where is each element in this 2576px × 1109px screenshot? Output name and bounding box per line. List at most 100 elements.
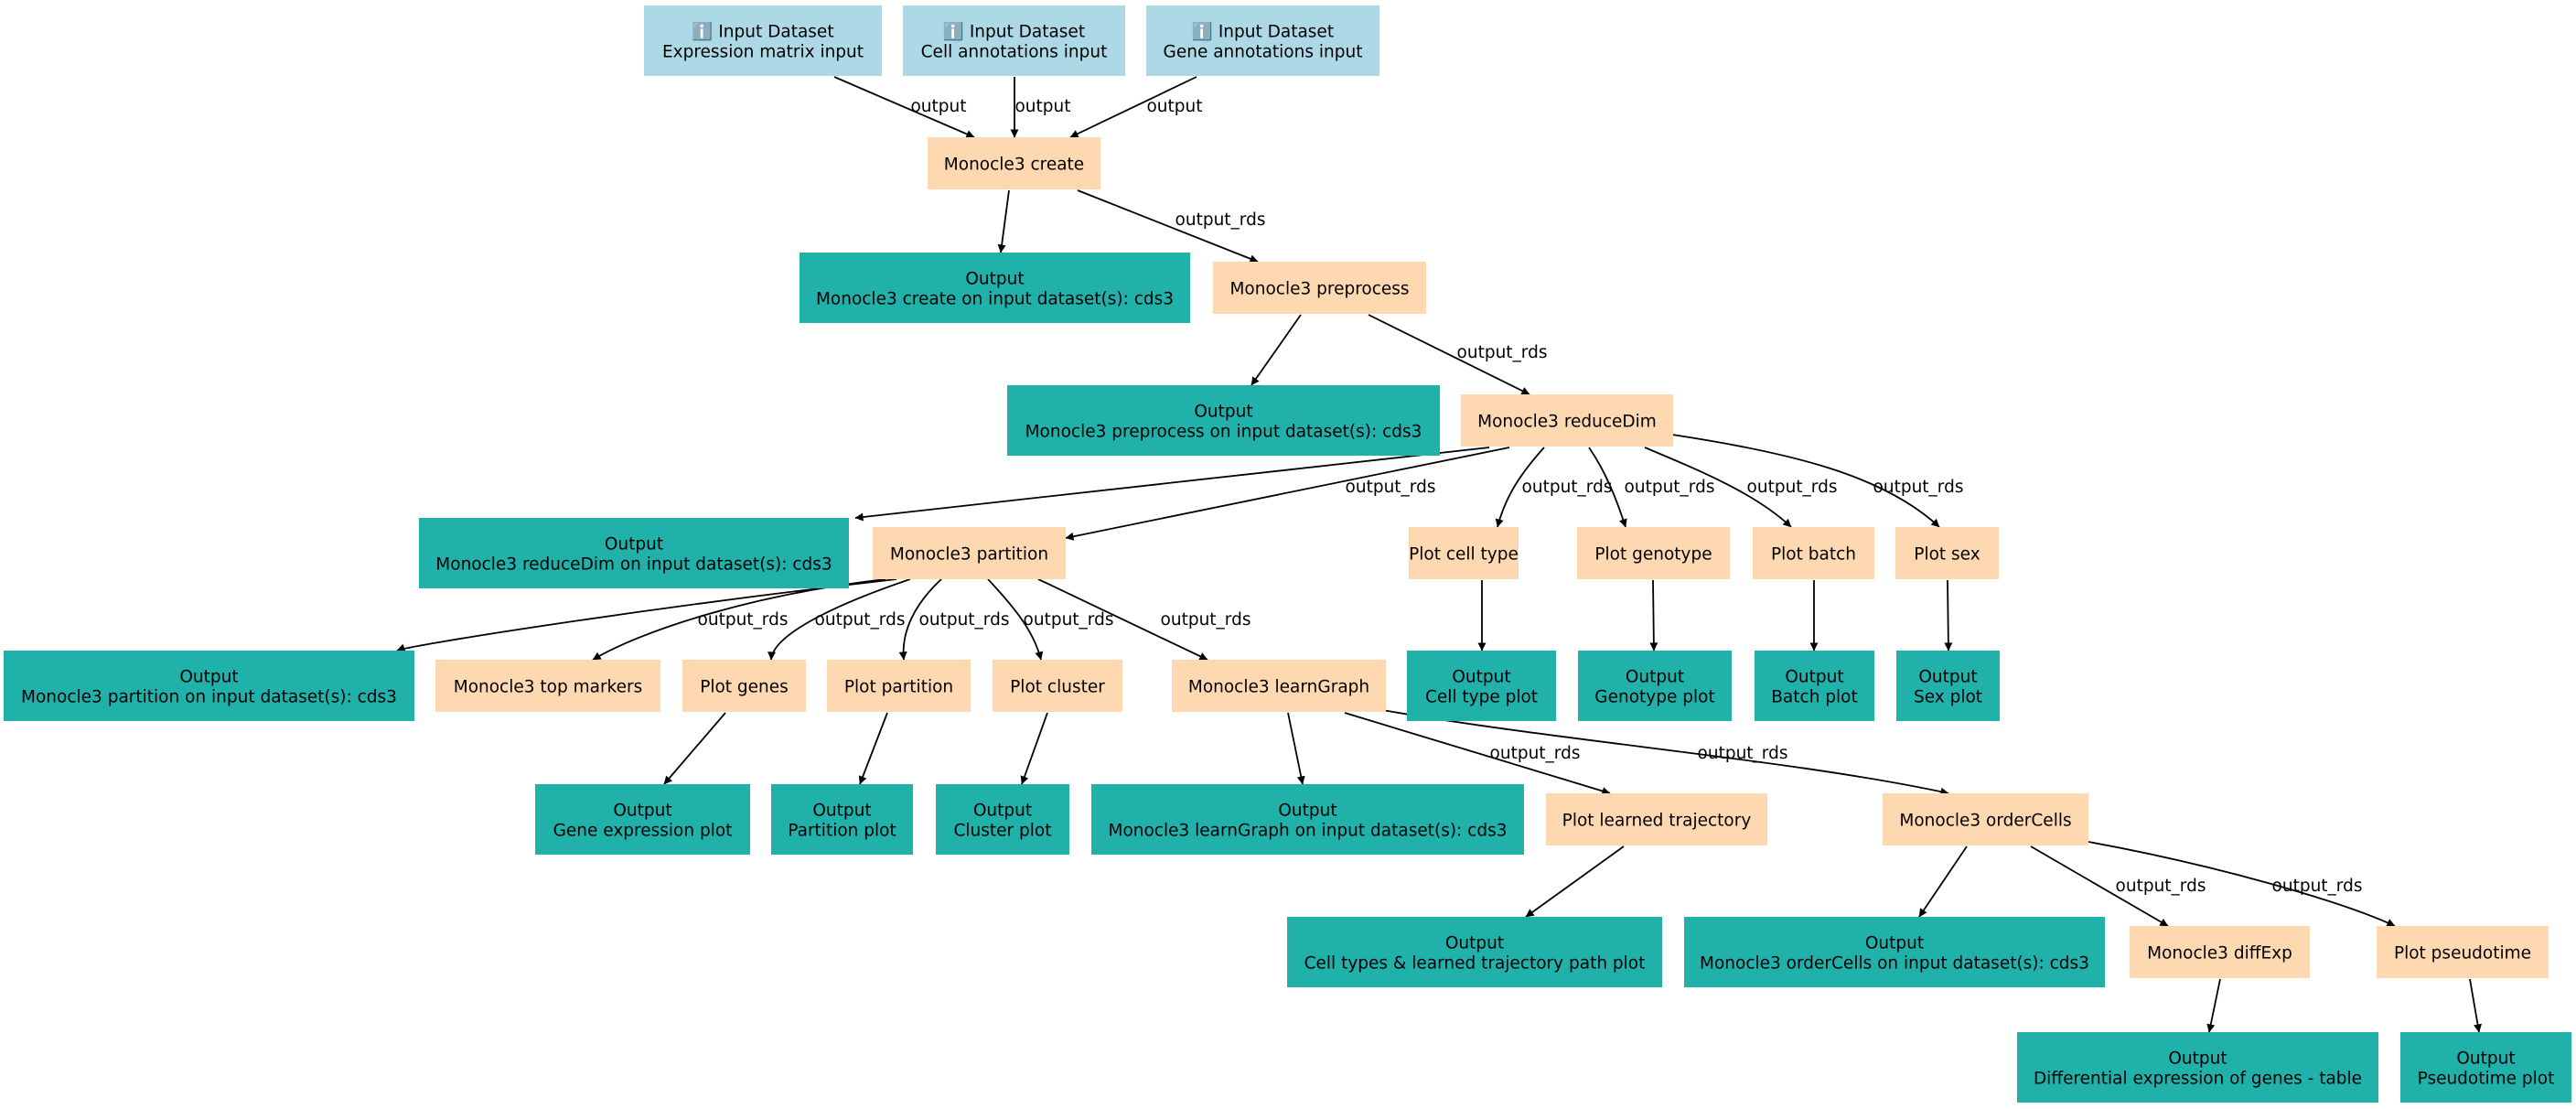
edge-label: output bbox=[1146, 97, 1202, 116]
edge-plot_trajectory-to-out_trajectory bbox=[1525, 845, 1625, 918]
node-plot-genotype[interactable]: Plot genotype bbox=[1577, 527, 1730, 579]
edge-input_expression-to-create: output bbox=[833, 76, 975, 138]
node-title: Output bbox=[1278, 802, 1336, 821]
node-preprocess[interactable]: Monocle3 preprocess bbox=[1213, 262, 1426, 314]
node-title: Plot pseudotime bbox=[2394, 944, 2531, 964]
edge-label: output bbox=[1014, 97, 1070, 116]
output-node-box bbox=[1407, 651, 1556, 721]
node-topmarkers[interactable]: Monocle3 top markers bbox=[435, 660, 660, 712]
edge-label: output_rds bbox=[919, 610, 1010, 630]
tool-node-box bbox=[873, 527, 1066, 579]
node-plot-sex[interactable]: Plot sex bbox=[1895, 527, 1999, 579]
node-title: Output bbox=[1445, 934, 1504, 953]
tool-node-box bbox=[682, 660, 806, 712]
node-title: Plot batch bbox=[1771, 545, 1856, 565]
node-subtitle: Pseudotime plot bbox=[2418, 1070, 2555, 1089]
tool-node-box bbox=[2377, 926, 2549, 978]
edge-label: output_rds bbox=[1490, 744, 1581, 763]
node-learngraph[interactable]: Monocle3 learnGraph bbox=[1172, 660, 1386, 712]
node-plot-batch[interactable]: Plot batch bbox=[1753, 527, 1874, 579]
node-plot-genes[interactable]: Plot genes bbox=[682, 660, 806, 712]
node-ordercells[interactable]: Monocle3 orderCells bbox=[1883, 793, 2088, 845]
edge-create-to-preprocess: output_rds bbox=[1077, 189, 1265, 264]
edge-arrow bbox=[854, 447, 1490, 522]
tool-node-box bbox=[1461, 394, 1673, 447]
edge-create-to-out_create bbox=[997, 189, 1010, 253]
node-subtitle: Monocle3 orderCells on input dataset(s):… bbox=[1700, 954, 2089, 974]
node-title: Plot learned trajectory bbox=[1562, 812, 1752, 831]
edge-label: output_rds bbox=[1161, 610, 1251, 630]
node-subtitle: Genotype plot bbox=[1594, 688, 1714, 707]
node-reducedim[interactable]: Monocle3 reduceDim bbox=[1461, 394, 1673, 447]
node-partition[interactable]: Monocle3 partition bbox=[873, 527, 1066, 579]
node-title: Monocle3 preprocess bbox=[1229, 280, 1409, 299]
edge-arrow bbox=[1649, 579, 1658, 651]
edge-arrow bbox=[1250, 314, 1302, 386]
edge-preprocess-to-reducedim: output_rds bbox=[1368, 314, 1547, 395]
node-title: Output bbox=[973, 802, 1032, 821]
node-subtitle: Cluster plot bbox=[954, 822, 1052, 841]
output-node-box bbox=[1578, 651, 1732, 721]
edge-label: output_rds bbox=[815, 610, 906, 630]
output-node-box bbox=[1755, 651, 1874, 721]
edge-arrow bbox=[1588, 447, 1627, 528]
node-subtitle: Sex plot bbox=[1914, 688, 1982, 707]
edge-label: output_rds bbox=[2116, 877, 2206, 896]
node-plot-trajectory[interactable]: Plot learned trajectory bbox=[1546, 793, 1767, 845]
node-title: Output bbox=[605, 535, 663, 554]
node-title: Plot genes bbox=[700, 678, 789, 697]
edge-arrow bbox=[1495, 447, 1545, 528]
node-title: Plot genotype bbox=[1594, 545, 1712, 565]
tool-node-box bbox=[1409, 527, 1519, 579]
edge-arrow bbox=[1020, 712, 1048, 785]
edge-arrow bbox=[663, 712, 726, 785]
edge-arrow bbox=[1344, 712, 1611, 795]
node-plot-partition[interactable]: Plot partition bbox=[827, 660, 971, 712]
edge-learngraph-to-ordercells: output_rds bbox=[1371, 707, 1949, 796]
edge-partition-to-plot_genes: output_rds bbox=[767, 578, 911, 661]
node-plot-celltype[interactable]: Plot cell type bbox=[1409, 527, 1519, 579]
node-create[interactable]: Monocle3 create bbox=[928, 137, 1100, 189]
node-plot-cluster[interactable]: Plot cluster bbox=[993, 660, 1122, 712]
node-title: Plot partition bbox=[844, 678, 953, 697]
node-diffexp[interactable]: Monocle3 diffExp bbox=[2130, 926, 2310, 978]
node-title: Output bbox=[1194, 403, 1252, 422]
input-node-box bbox=[903, 5, 1125, 76]
edge-diffexp-to-out_diffexp bbox=[2206, 978, 2221, 1033]
node-subtitle: Cell annotations input bbox=[921, 43, 1108, 62]
tool-node-box bbox=[993, 660, 1122, 712]
node-plot-pseudotime[interactable]: Plot pseudotime bbox=[2377, 926, 2549, 978]
node-title: Monocle3 partition bbox=[890, 545, 1048, 565]
node-title: Plot cluster bbox=[1010, 678, 1105, 697]
edge-arrow bbox=[1644, 447, 1792, 528]
node-subtitle: Gene annotations input bbox=[1164, 43, 1363, 62]
edge-partition-to-learngraph: output_rds bbox=[1037, 578, 1251, 661]
edge-reducedim-to-plot_celltype: output_rds bbox=[1495, 447, 1612, 528]
edge-arrow bbox=[2030, 845, 2169, 927]
output-node-box bbox=[936, 784, 1069, 855]
output-node-box bbox=[1287, 917, 1662, 987]
tool-node-box bbox=[1172, 660, 1386, 712]
edge-label: output_rds bbox=[1625, 478, 1715, 497]
tool-node-box bbox=[1883, 793, 2088, 845]
edge-partition-to-out_partition bbox=[396, 578, 897, 652]
